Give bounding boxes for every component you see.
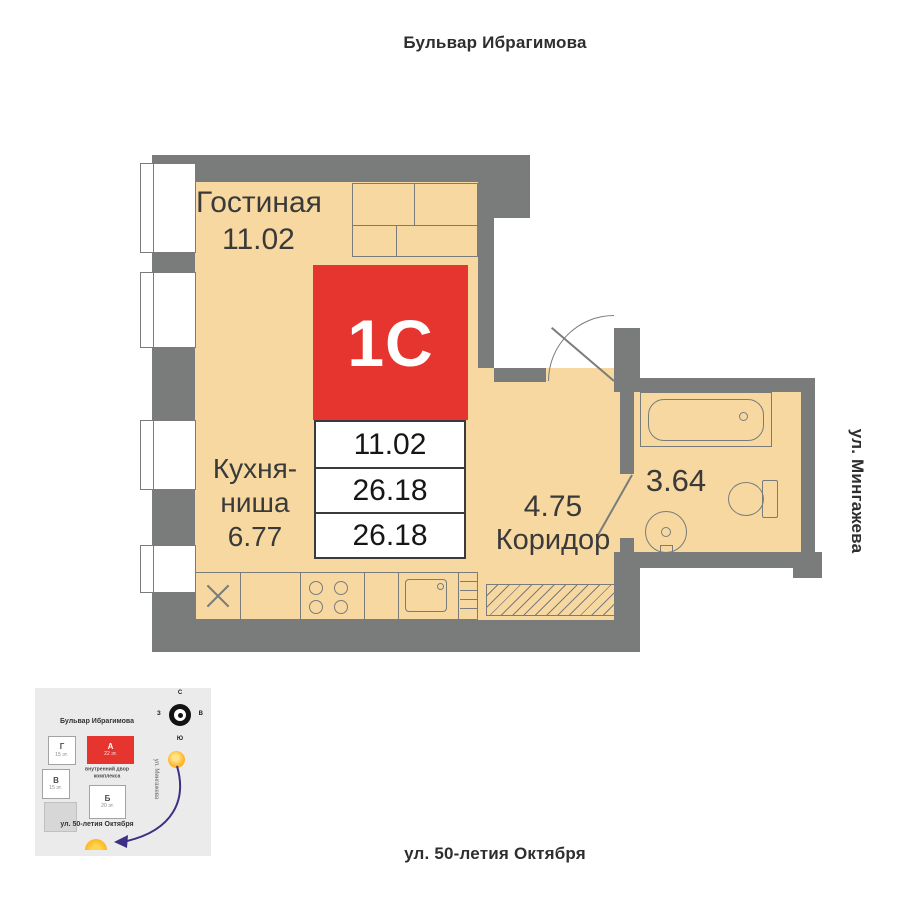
counter-divider-line — [300, 572, 301, 620]
window-frame-line — [153, 546, 154, 592]
faucet-icon — [437, 583, 444, 590]
corridor-area: 4.75 — [523, 490, 583, 523]
corridor-label: 4.75 Коридор — [477, 489, 629, 557]
bathtub-drain-icon — [739, 412, 748, 421]
wardrobe-divider-line — [414, 183, 415, 225]
washbasin-drain-icon — [661, 527, 671, 537]
street-label-bottom: ул. 50-летия Октября — [404, 844, 586, 863]
window — [140, 272, 196, 348]
compass-north-label: С — [177, 690, 183, 696]
closet-hatch — [486, 584, 616, 616]
building-label: В — [53, 775, 59, 785]
counter-divider-line — [240, 572, 241, 620]
building-label: А — [107, 741, 114, 751]
compass-dial-center — [177, 712, 183, 718]
counter-divider-line — [364, 572, 365, 620]
compass-west-label: З — [157, 711, 161, 717]
stove-burner-icon — [334, 581, 348, 595]
bathtub — [640, 392, 772, 447]
kitchen-area: 6.77 — [227, 521, 283, 552]
rack-line — [460, 581, 477, 582]
sun-icon — [168, 751, 185, 768]
minimap-building-block — [44, 802, 77, 832]
kitchen-name: Кухня-ниша — [212, 453, 298, 518]
toilet-tank — [762, 480, 778, 518]
minimap-building-g: Г 15 эт. — [48, 736, 76, 765]
minimap-building-b: Б 20 эт. — [89, 785, 126, 819]
living-room-area: 11.02 — [222, 223, 295, 256]
corridor-name: Коридор — [495, 524, 611, 556]
wall-bathroom-right — [801, 378, 815, 568]
window-frame-line — [153, 421, 154, 489]
wall-corner-step — [793, 552, 822, 578]
area-value: 11.02 — [353, 427, 427, 461]
window — [140, 545, 196, 593]
wall-bathroom-left-lower — [620, 538, 634, 552]
window-frame-line — [153, 164, 154, 252]
living-room-name: Гостиная — [196, 186, 322, 219]
bathtub-inner — [648, 399, 764, 441]
area-table: 11.02 26.18 26.18 — [314, 420, 466, 559]
compass-south-label: Ю — [176, 736, 184, 742]
stove-burner-icon — [334, 600, 348, 614]
building-floors: 20 эт. — [101, 803, 114, 809]
building-label: Г — [59, 742, 65, 752]
minimap-building-a-highlight: А 22 эт. — [87, 736, 134, 764]
unit-badge: 1С — [313, 265, 468, 420]
rack-line — [460, 590, 477, 591]
unit-badge-text: 1С — [347, 305, 434, 380]
kitchen-label: Кухня-ниша 6.77 — [194, 452, 316, 554]
area-table-row: 26.18 — [316, 512, 464, 557]
stove-burner-icon — [309, 581, 323, 595]
kitchen-sink — [405, 579, 447, 612]
area-table-row: 11.02 — [316, 422, 464, 467]
area-value: 26.18 — [352, 518, 428, 552]
building-floors: 15 эт. — [49, 785, 63, 791]
minimap-street-top: Бульвар Ибрагимова — [59, 718, 135, 725]
window — [140, 420, 196, 490]
window — [140, 163, 196, 253]
wall-corridor-right — [614, 552, 640, 620]
location-minimap: Бульвар Ибрагимова С Ю З В Г 15 эт. В 15… — [35, 688, 211, 856]
wall-bathroom-top — [632, 378, 815, 392]
minimap-street-bottom: ул. 50-летия Октября — [60, 821, 134, 828]
building-label: Б — [104, 793, 111, 803]
rack-line — [460, 599, 477, 600]
minimap-building-v: В 15 эт. — [42, 769, 70, 799]
wall-bathroom-left-upper — [620, 392, 634, 474]
kitchen-counter — [195, 572, 478, 620]
compass: С Ю З В — [157, 690, 203, 742]
wall-bottom — [152, 620, 640, 652]
sunset-icon — [85, 839, 107, 850]
wardrobe — [352, 183, 478, 257]
building-floors: 15 эт. — [55, 752, 69, 758]
wall-corridor-top — [494, 368, 546, 382]
bathroom-area-label: 3.64 — [645, 463, 707, 498]
living-room-label: Гостиная 11.02 — [196, 184, 368, 258]
counter-divider-line — [458, 572, 459, 620]
stove-burner-icon — [309, 600, 323, 614]
street-label-top: Бульвар Ибрагимова — [403, 33, 587, 52]
area-value: 26.18 — [352, 473, 428, 507]
wall-bathroom-bottom — [632, 552, 815, 568]
counter-divider-line — [398, 572, 399, 620]
rack-line — [460, 608, 477, 609]
route-arrow-icon — [114, 765, 182, 848]
floor-corridor — [478, 368, 632, 620]
washbasin-tap-icon — [660, 545, 673, 553]
wall-living-right — [478, 182, 494, 368]
window-frame-line — [153, 273, 154, 347]
wardrobe-divider-line — [396, 225, 397, 257]
wall-top — [152, 155, 492, 182]
wardrobe-shelf-line — [352, 225, 478, 226]
courtyard-label: внутренний двор комплекса — [85, 767, 129, 779]
toilet-bowl — [728, 482, 764, 516]
area-table-row: 26.18 — [316, 467, 464, 512]
building-floors: 22 эт. — [104, 751, 117, 757]
street-label-right: ул. Мингажева — [848, 428, 867, 554]
compass-east-label: В — [198, 711, 203, 717]
